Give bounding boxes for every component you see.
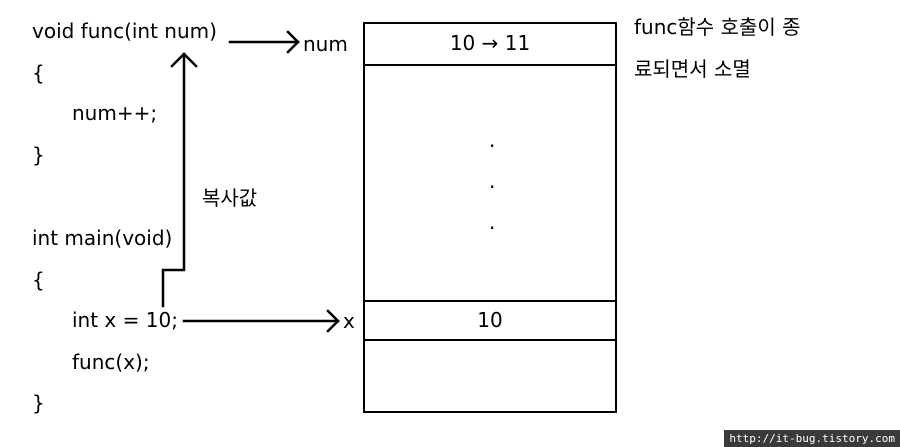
site-watermark: http://it-bug.tistory.com	[724, 430, 900, 447]
code-line-func-signature: void func(int num)	[32, 19, 217, 43]
memory-stack-box	[363, 22, 617, 413]
destruction-note-line-1: func함수 호출이 종	[634, 15, 801, 39]
memory-ellipsis-dot-1: ·	[489, 134, 496, 158]
num-variable-label: num	[303, 32, 348, 56]
arrow-copy-value	[161, 52, 198, 308]
memory-cell-num-value: 10 → 11	[449, 31, 531, 55]
code-line-main-open-brace: {	[32, 268, 45, 292]
code-line-main-close-brace: }	[32, 391, 45, 415]
code-line-func-body: num++;	[72, 101, 158, 125]
arrow-x-to-memory	[182, 309, 340, 333]
x-variable-label: x	[343, 309, 355, 333]
memory-divider-x-top	[363, 300, 617, 302]
arrow-param-to-num	[228, 30, 300, 54]
code-line-func-open-brace: {	[32, 61, 45, 85]
copy-value-label: 복사값	[202, 186, 258, 210]
code-line-main-signature: int main(void)	[32, 226, 173, 250]
memory-ellipsis-dot-3: ·	[489, 216, 496, 240]
code-line-func-close-brace: }	[32, 143, 45, 167]
memory-divider-x-bottom	[363, 339, 617, 341]
code-line-main-declare-x: int x = 10;	[72, 308, 178, 332]
memory-ellipsis-dot-2: ·	[489, 175, 496, 199]
memory-cell-x-value: 10	[477, 308, 503, 332]
memory-divider-num-bottom	[363, 64, 617, 66]
destruction-note-line-2: 료되면서 소멸	[634, 57, 751, 81]
code-line-main-call-func: func(x);	[72, 350, 150, 374]
